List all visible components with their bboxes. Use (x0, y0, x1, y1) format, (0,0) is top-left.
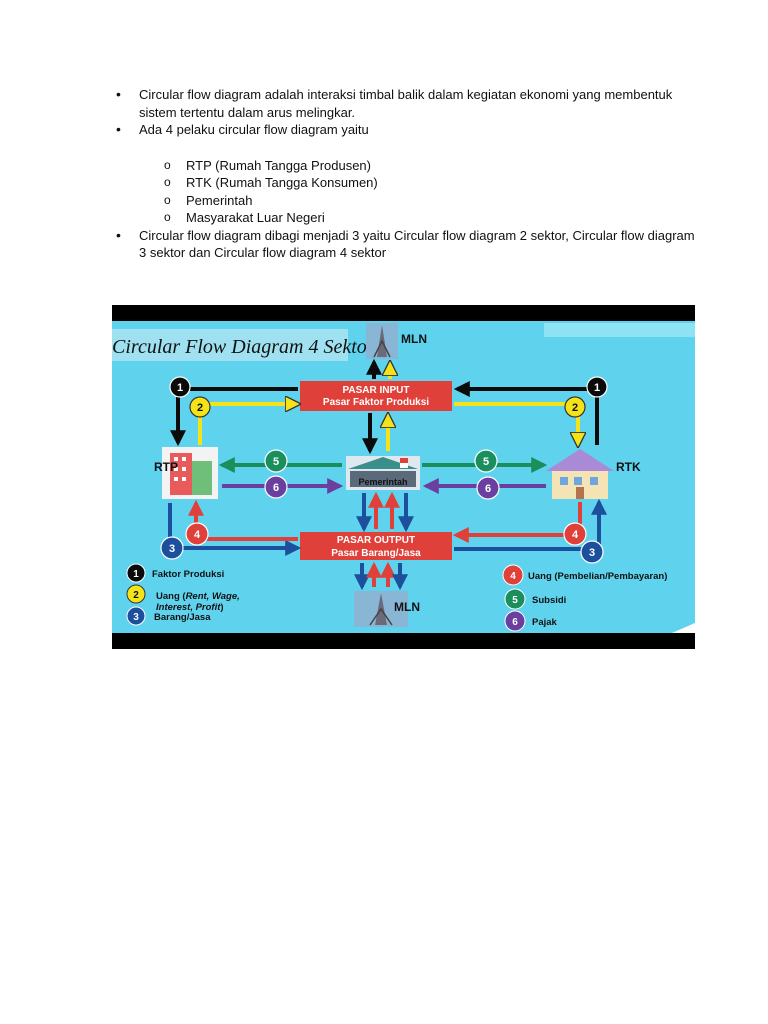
svg-text:Barang/Jasa: Barang/Jasa (154, 612, 211, 623)
sub-item-mln: Masyarakat Luar Negeri (116, 209, 696, 227)
rtp-building-icon (162, 447, 218, 499)
svg-text:4: 4 (510, 571, 516, 582)
pasar-output-title: PASAR OUTPUT (337, 535, 415, 546)
badge-6-left: 6 (264, 475, 288, 499)
svg-text:5: 5 (483, 456, 489, 468)
bullet-text: Ada 4 pelaku circular flow diagram yaitu (139, 122, 369, 137)
svg-text:5: 5 (273, 456, 279, 468)
svg-text:6: 6 (512, 617, 518, 628)
rtp-label: RTP (154, 460, 178, 474)
svg-text:Uang (Pembelian/Pembayaran): Uang (Pembelian/Pembayaran) (528, 571, 667, 582)
badge-5-right: 5 (474, 449, 498, 473)
svg-text:3: 3 (133, 612, 139, 623)
svg-text:1: 1 (177, 382, 183, 394)
bullet-item-types: Circular flow diagram dibagi menjadi 3 y… (116, 227, 696, 262)
legend-item-6: 6 Pajak (504, 610, 558, 632)
mln-bottom-label: MLN (394, 600, 420, 614)
svg-text:Faktor Produksi: Faktor Produksi (152, 569, 224, 580)
diagram-svg: Circular Flow Diagram 4 Sektor MLN PASAR… (112, 305, 695, 649)
legend-item-1: 1 Faktor Produksi (126, 563, 224, 583)
bullet-text: Circular flow diagram dibagi menjadi 3 y… (139, 227, 695, 261)
legend-item-5: 5 Subsidi (504, 588, 566, 610)
svg-text:Pajak: Pajak (532, 617, 558, 628)
badge-5-left: 5 (264, 449, 288, 473)
rtk-house-icon (546, 449, 614, 499)
sub-item-text: Pemerintah (186, 192, 253, 208)
pemerintah-label: Pemerintah (358, 477, 407, 487)
svg-text:6: 6 (485, 483, 491, 495)
text-content: Circular flow diagram adalah interaksi t… (116, 86, 696, 262)
svg-text:1: 1 (594, 382, 600, 394)
sub-item-text: RTK (Rumah Tangga Konsumen) (186, 175, 378, 190)
badge-1-right: 1 (586, 376, 608, 398)
svg-text:2: 2 (572, 402, 578, 414)
badge-2-left: 2 (189, 396, 211, 418)
pasar-input-box (300, 381, 452, 411)
svg-text:4: 4 (194, 529, 201, 541)
svg-text:3: 3 (169, 543, 175, 555)
badge-1-left: 1 (169, 376, 191, 398)
mln-top-label: MLN (401, 332, 427, 346)
pasar-output-subtitle: Pasar Barang/Jasa (331, 548, 421, 559)
pemerintah-building-icon (346, 456, 420, 490)
svg-text:1: 1 (133, 569, 139, 580)
legend-item-4: 4 Uang (Pembelian/Pembayaran) (502, 564, 667, 586)
pasar-input-subtitle: Pasar Faktor Produksi (323, 397, 429, 408)
legend-item-3: 3 Barang/Jasa (126, 606, 211, 626)
mln-top-icon (366, 323, 398, 359)
badge-2-right: 2 (564, 396, 586, 418)
rtk-label: RTK (616, 460, 641, 474)
badge-4-left: 4 (185, 522, 209, 546)
badge-6-right: 6 (476, 476, 500, 500)
svg-text:5: 5 (512, 595, 518, 606)
svg-text:3: 3 (589, 547, 595, 559)
svg-text:Subsidi: Subsidi (532, 595, 566, 606)
bullet-item-definition: Circular flow diagram adalah interaksi t… (116, 86, 696, 121)
badge-4-right: 4 (563, 522, 587, 546)
bullet-text: Circular flow diagram adalah interaksi t… (139, 87, 673, 120)
sub-item-pemerintah: Pemerintah (116, 192, 696, 210)
sub-item-rtk: RTK (Rumah Tangga Konsumen) (116, 174, 696, 192)
svg-text:Interest, Profit): Interest, Profit) (156, 602, 224, 613)
svg-text:2: 2 (197, 402, 203, 414)
legend-item-2: 2 Uang (Rent, Wage, Interest, Profit) (126, 584, 240, 613)
svg-text:6: 6 (273, 482, 279, 494)
circular-flow-diagram-image: Circular Flow Diagram 4 Sektor MLN PASAR… (112, 305, 695, 649)
badge-3-left: 3 (160, 536, 184, 560)
sub-item-rtp: RTP (Rumah Tangga Produsen) (116, 157, 696, 175)
diagram-title: Circular Flow Diagram 4 Sektor (112, 336, 375, 358)
mln-bottom-icon (354, 591, 408, 627)
sub-item-text: RTP (Rumah Tangga Produsen) (186, 157, 371, 173)
svg-text:4: 4 (572, 529, 579, 541)
pasar-output-box (300, 532, 452, 560)
bullet-item-actors: Ada 4 pelaku circular flow diagram yaitu (116, 121, 696, 139)
svg-text:2: 2 (133, 590, 139, 601)
badge-3-right: 3 (580, 540, 604, 564)
sub-item-text: Masyarakat Luar Negeri (186, 210, 325, 225)
pasar-input-title: PASAR INPUT (342, 385, 409, 396)
svg-text:Uang (Rent, Wage,: Uang (Rent, Wage, (156, 591, 240, 602)
